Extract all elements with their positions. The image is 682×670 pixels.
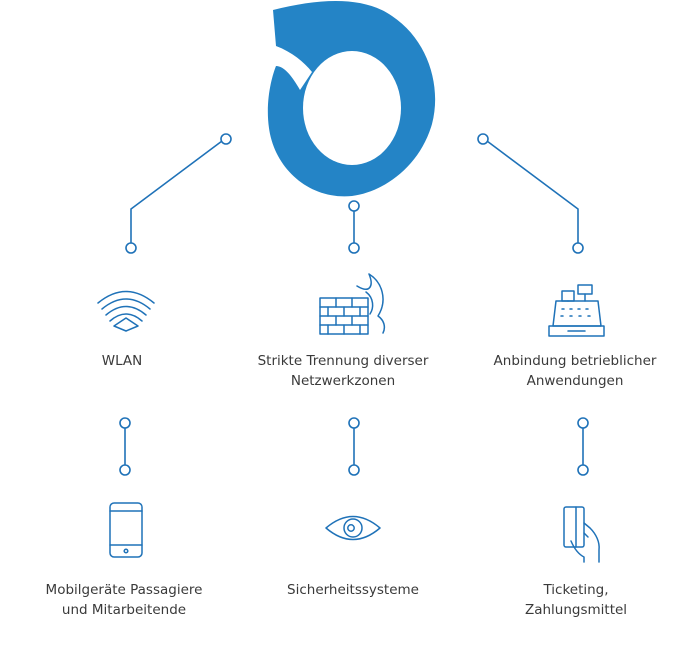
label-line: Netzwerkzonen	[290, 373, 396, 389]
label-network-zones: Strikte Trennung diverser Netzwerkzonen	[233, 351, 453, 391]
node	[220, 133, 232, 145]
node	[348, 242, 360, 254]
label-business-apps: Anbindung betrieblicher Anwendungen	[465, 351, 682, 391]
label-security-systems: Sicherheitssysteme	[243, 580, 463, 600]
logo-ring-hole	[303, 51, 401, 165]
node	[119, 464, 131, 476]
node	[577, 417, 589, 429]
label-line: Sicherheitssysteme	[287, 582, 419, 598]
open-ring-logo	[267, 0, 436, 197]
card-in-hand-icon	[563, 506, 600, 563]
connector-right	[486, 140, 579, 244]
wifi-icon	[97, 290, 155, 332]
node	[125, 242, 137, 254]
label-wlan: WLAN	[12, 351, 232, 371]
connector-nodes	[119, 133, 589, 476]
label-line: Zahlungsmittel	[524, 602, 628, 618]
node	[477, 133, 489, 145]
cash-register-icon	[548, 284, 605, 337]
node	[348, 417, 360, 429]
label-line: Strikte Trennung diverser	[257, 353, 429, 369]
label-ticketing: Ticketing, Zahlungsmittel	[466, 580, 682, 620]
eye-icon	[325, 515, 381, 541]
node	[572, 242, 584, 254]
label-line: Mobilgeräte Passagiere	[45, 582, 203, 598]
label-line: WLAN	[101, 353, 143, 369]
node	[348, 464, 360, 476]
smartphone-icon	[109, 502, 143, 558]
label-line: Anbindung betrieblicher	[493, 353, 657, 369]
label-line: und Mitarbeitende	[61, 602, 187, 618]
node	[577, 464, 589, 476]
node	[348, 200, 360, 212]
label-line: Anwendungen	[526, 373, 624, 389]
firewall-icon	[319, 273, 386, 335]
connector-left	[130, 140, 223, 244]
label-mobile-devices: Mobilgeräte Passagiere und Mitarbeitende	[14, 580, 234, 620]
logo-ring-hook-cut	[276, 46, 312, 90]
connectors	[124, 140, 584, 467]
node	[119, 417, 131, 429]
label-line: Ticketing,	[543, 582, 609, 598]
